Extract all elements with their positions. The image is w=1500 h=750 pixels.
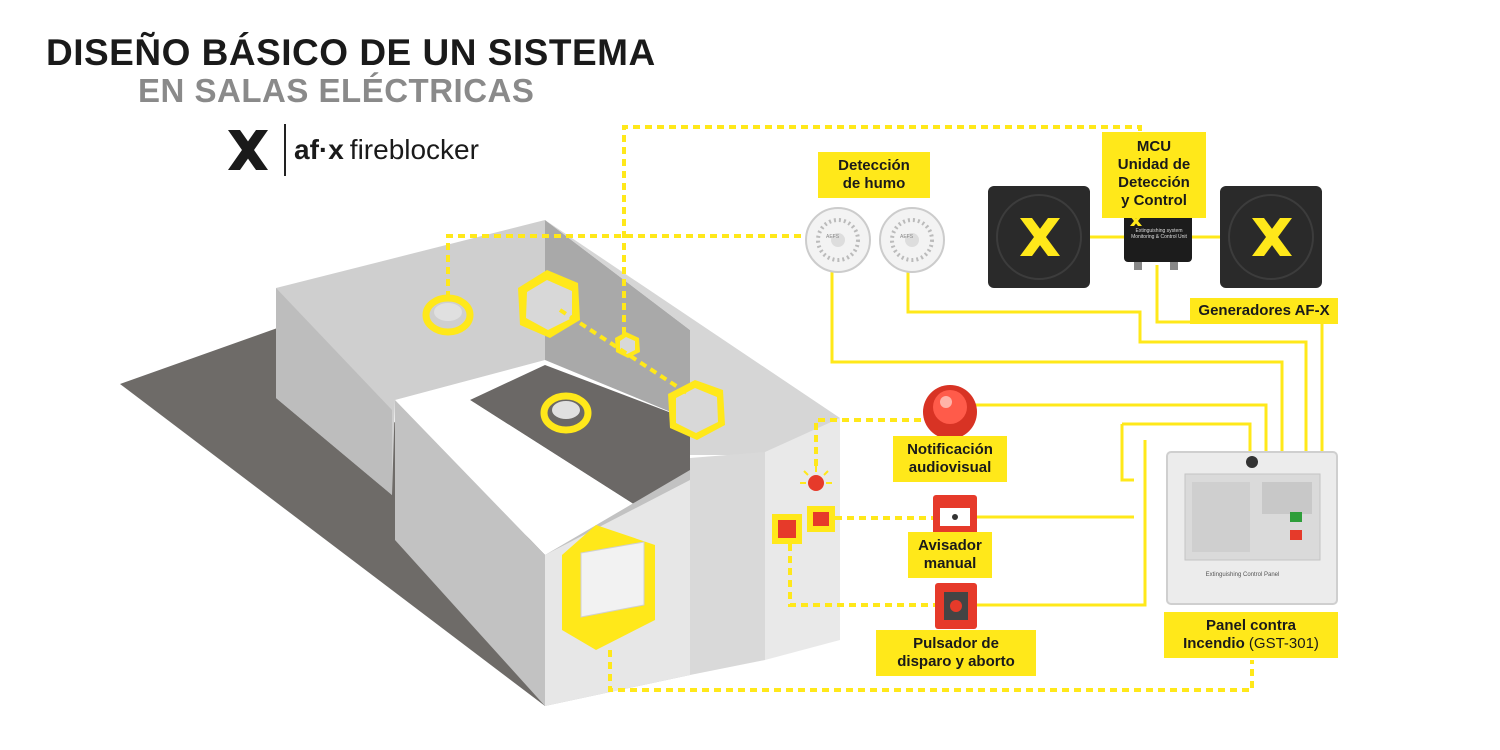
brand-logo: af·x fireblocker [222, 122, 479, 178]
smoke-detector-2-text: AEFS [900, 234, 914, 240]
label-fire-panel-line-1: Panel contra [1205, 617, 1297, 634]
label-mcu-line-3: Detección [1118, 174, 1190, 191]
mcu-box-text-line-1: Extinguishing system [1135, 228, 1183, 234]
label-generators-text: Generadores AF-X [1198, 302, 1330, 319]
label-mcu-line-1: MCU [1136, 138, 1172, 155]
title-line-2: EN SALAS ELÉCTRICAS [138, 72, 535, 109]
label-trigger-abort-line-2: disparo y aborto [897, 653, 1015, 670]
mcu-box-text: Extinguishing system Monitoring & Contro… [1126, 228, 1192, 240]
label-smoke-detection: Detección de humo [818, 152, 930, 198]
brand-name: fireblocker [349, 134, 479, 165]
trigger-abort-button [935, 583, 977, 629]
room-door [690, 452, 765, 675]
room-smoke-detector-1 [434, 303, 462, 321]
label-mcu-line-4: y Control [1121, 192, 1187, 209]
label-fire-panel-line-2: Incendio (GST-301) [1172, 635, 1330, 653]
brand-mark: af·x [294, 134, 344, 165]
fire-control-panel [1166, 451, 1338, 605]
generator-2 [1220, 186, 1322, 288]
label-fire-panel-model: (GST-301) [1248, 635, 1319, 652]
label-manual-call-line-1: Avisador [918, 537, 982, 554]
room-generator-1 [526, 280, 572, 330]
smoke-detector-1 [805, 207, 871, 273]
room-generator-2 [676, 388, 718, 433]
label-mcu: MCU Unidad de Detección y Control [1102, 132, 1206, 218]
mcu-device [1124, 212, 1192, 270]
label-manual-call-line-2: manual [923, 555, 977, 572]
room-floor [470, 365, 690, 505]
cabinet [580, 541, 645, 618]
generator-1 [988, 186, 1090, 288]
label-manual-call: Avisador manual [908, 532, 992, 578]
label-smoke-detection-line-2: de humo [842, 175, 906, 192]
solid-wiring [830, 235, 1324, 607]
mcu-box-text-line-2: Monitoring & Control Unit [1131, 234, 1187, 240]
room-manual-call-icon [813, 512, 829, 526]
label-trigger-abort: Pulsador de disparo y aborto [876, 630, 1036, 676]
afx-x-logo-icon [228, 130, 268, 170]
label-fire-panel-bold: Incendio [1183, 635, 1245, 652]
label-smoke-detection-line-1: Detección [838, 157, 910, 174]
manual-call-point [933, 495, 977, 535]
notification-sounder [923, 385, 977, 439]
label-notification-line-2: audiovisual [908, 459, 992, 476]
label-notification: Notificación audiovisual [893, 436, 1007, 482]
brand-separator [284, 124, 286, 176]
label-generators: Generadores AF-X [1190, 298, 1338, 324]
room-shadow [120, 326, 545, 706]
room-trigger-button-icon [778, 520, 796, 538]
label-mcu-line-2: Unidad de [1117, 156, 1191, 173]
label-notification-line-1: Notificación [907, 441, 993, 458]
room-strobe-icon [808, 475, 824, 491]
smoke-detector-1-text: AEFS [826, 234, 840, 240]
label-fire-panel: Panel contra Incendio (GST-301) [1164, 612, 1338, 658]
title-line-1: DISEÑO BÁSICO DE UN SISTEMA [46, 32, 656, 73]
label-trigger-abort-line-1: Pulsador de [913, 635, 999, 652]
smoke-detector-2 [879, 207, 945, 273]
panel-caption: Extinguishing Control Panel [1205, 572, 1280, 578]
room-smoke-detector-2 [552, 401, 580, 419]
